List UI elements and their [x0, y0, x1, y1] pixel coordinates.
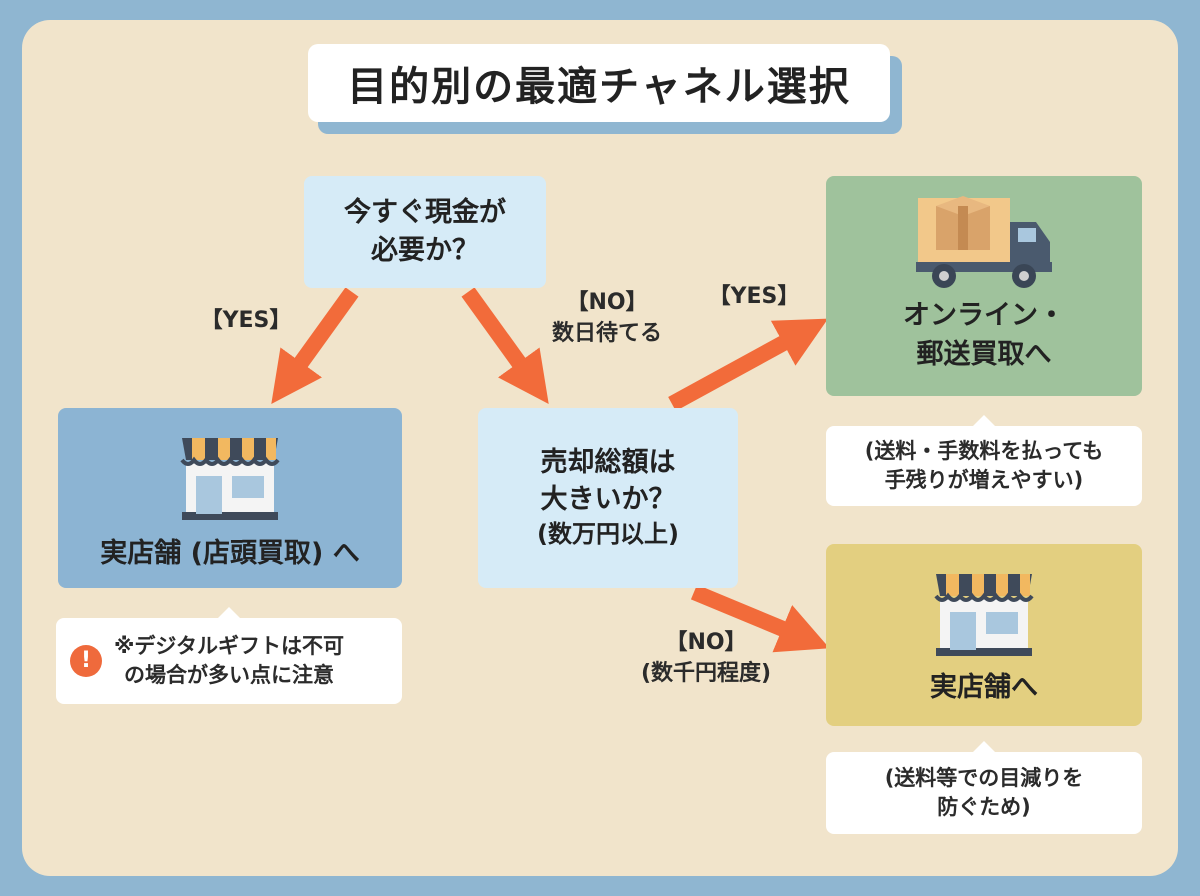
note-storefront-text: ※デジタルギフトは不可 の場合が多い点に注意	[114, 632, 344, 691]
question-cash-needed: 今すぐ現金が 必要か？	[304, 176, 546, 288]
storefront-icon	[934, 574, 1034, 656]
note-online-line2: 手残りが増えやすい)	[884, 468, 1084, 492]
label-q1-yes: 【YES】	[200, 308, 292, 333]
label-q2-no-main: 【NO】	[665, 630, 747, 655]
note-storefront-warning: ! ※デジタルギフトは不可 の場合が多い点に注意	[56, 607, 402, 704]
outcome-storefront-purchase-label: 実店舗 (店頭買取) へ	[100, 538, 360, 569]
question-cash-needed-line1: 今すぐ現金が	[344, 197, 506, 229]
label-q2-no: 【NO】 (数千円程度)	[616, 628, 796, 690]
label-q1-no-main: 【NO】	[566, 290, 648, 315]
note-online: (送料・手数料を払っても 手残りが増えやすい)	[826, 415, 1142, 506]
note-storefront-line2: の場合が多い点に注意	[124, 663, 334, 687]
storefront-icon	[180, 438, 280, 520]
outcome-online-line2: 郵送買取へ	[916, 338, 1052, 370]
note-online-text: (送料・手数料を払っても 手残りが増えやすい)	[865, 437, 1104, 496]
arrow-q1-no	[461, 287, 549, 404]
label-q1-no: 【NO】 数日待てる	[532, 288, 682, 350]
label-q2-yes: 【YES】	[708, 284, 800, 309]
note-storefront-line1: ※デジタルギフトは不可	[114, 633, 344, 658]
arrow-q2-yes	[668, 318, 829, 412]
question-total-amount-line3: (数万円以上)	[537, 520, 679, 549]
note-online-line1: (送料・手数料を払っても	[864, 438, 1104, 463]
arrow-q2-no	[690, 584, 830, 653]
question-total-amount: 売却総額は 大きいか？ (数万円以上)	[478, 408, 738, 588]
arrow-q1-yes	[271, 287, 359, 404]
label-q2-no-sub: (数千円程度)	[640, 660, 772, 686]
note-store-text: (送料等での目減りを 防ぐため)	[885, 764, 1084, 823]
label-q1-no-sub: 数日待てる	[551, 320, 662, 346]
delivery-truck-icon	[916, 196, 1052, 288]
diagram-title: 目的別の最適チャネル選択	[308, 44, 890, 122]
warning-icon: !	[70, 645, 102, 677]
outcome-online-line1: オンライン・	[903, 299, 1065, 331]
question-total-amount-line2: 大きいか？	[540, 483, 676, 515]
question-total-amount-line1: 売却総額は	[540, 447, 676, 479]
question-cash-needed-line2: 必要か？	[371, 235, 479, 266]
note-store: (送料等での目減りを 防ぐため)	[826, 741, 1142, 834]
note-store-line2: 防ぐため)	[937, 795, 1031, 819]
outcome-store-label: 実店舗へ	[930, 672, 1038, 703]
note-store-line1: (送料等での目減りを	[884, 765, 1084, 790]
